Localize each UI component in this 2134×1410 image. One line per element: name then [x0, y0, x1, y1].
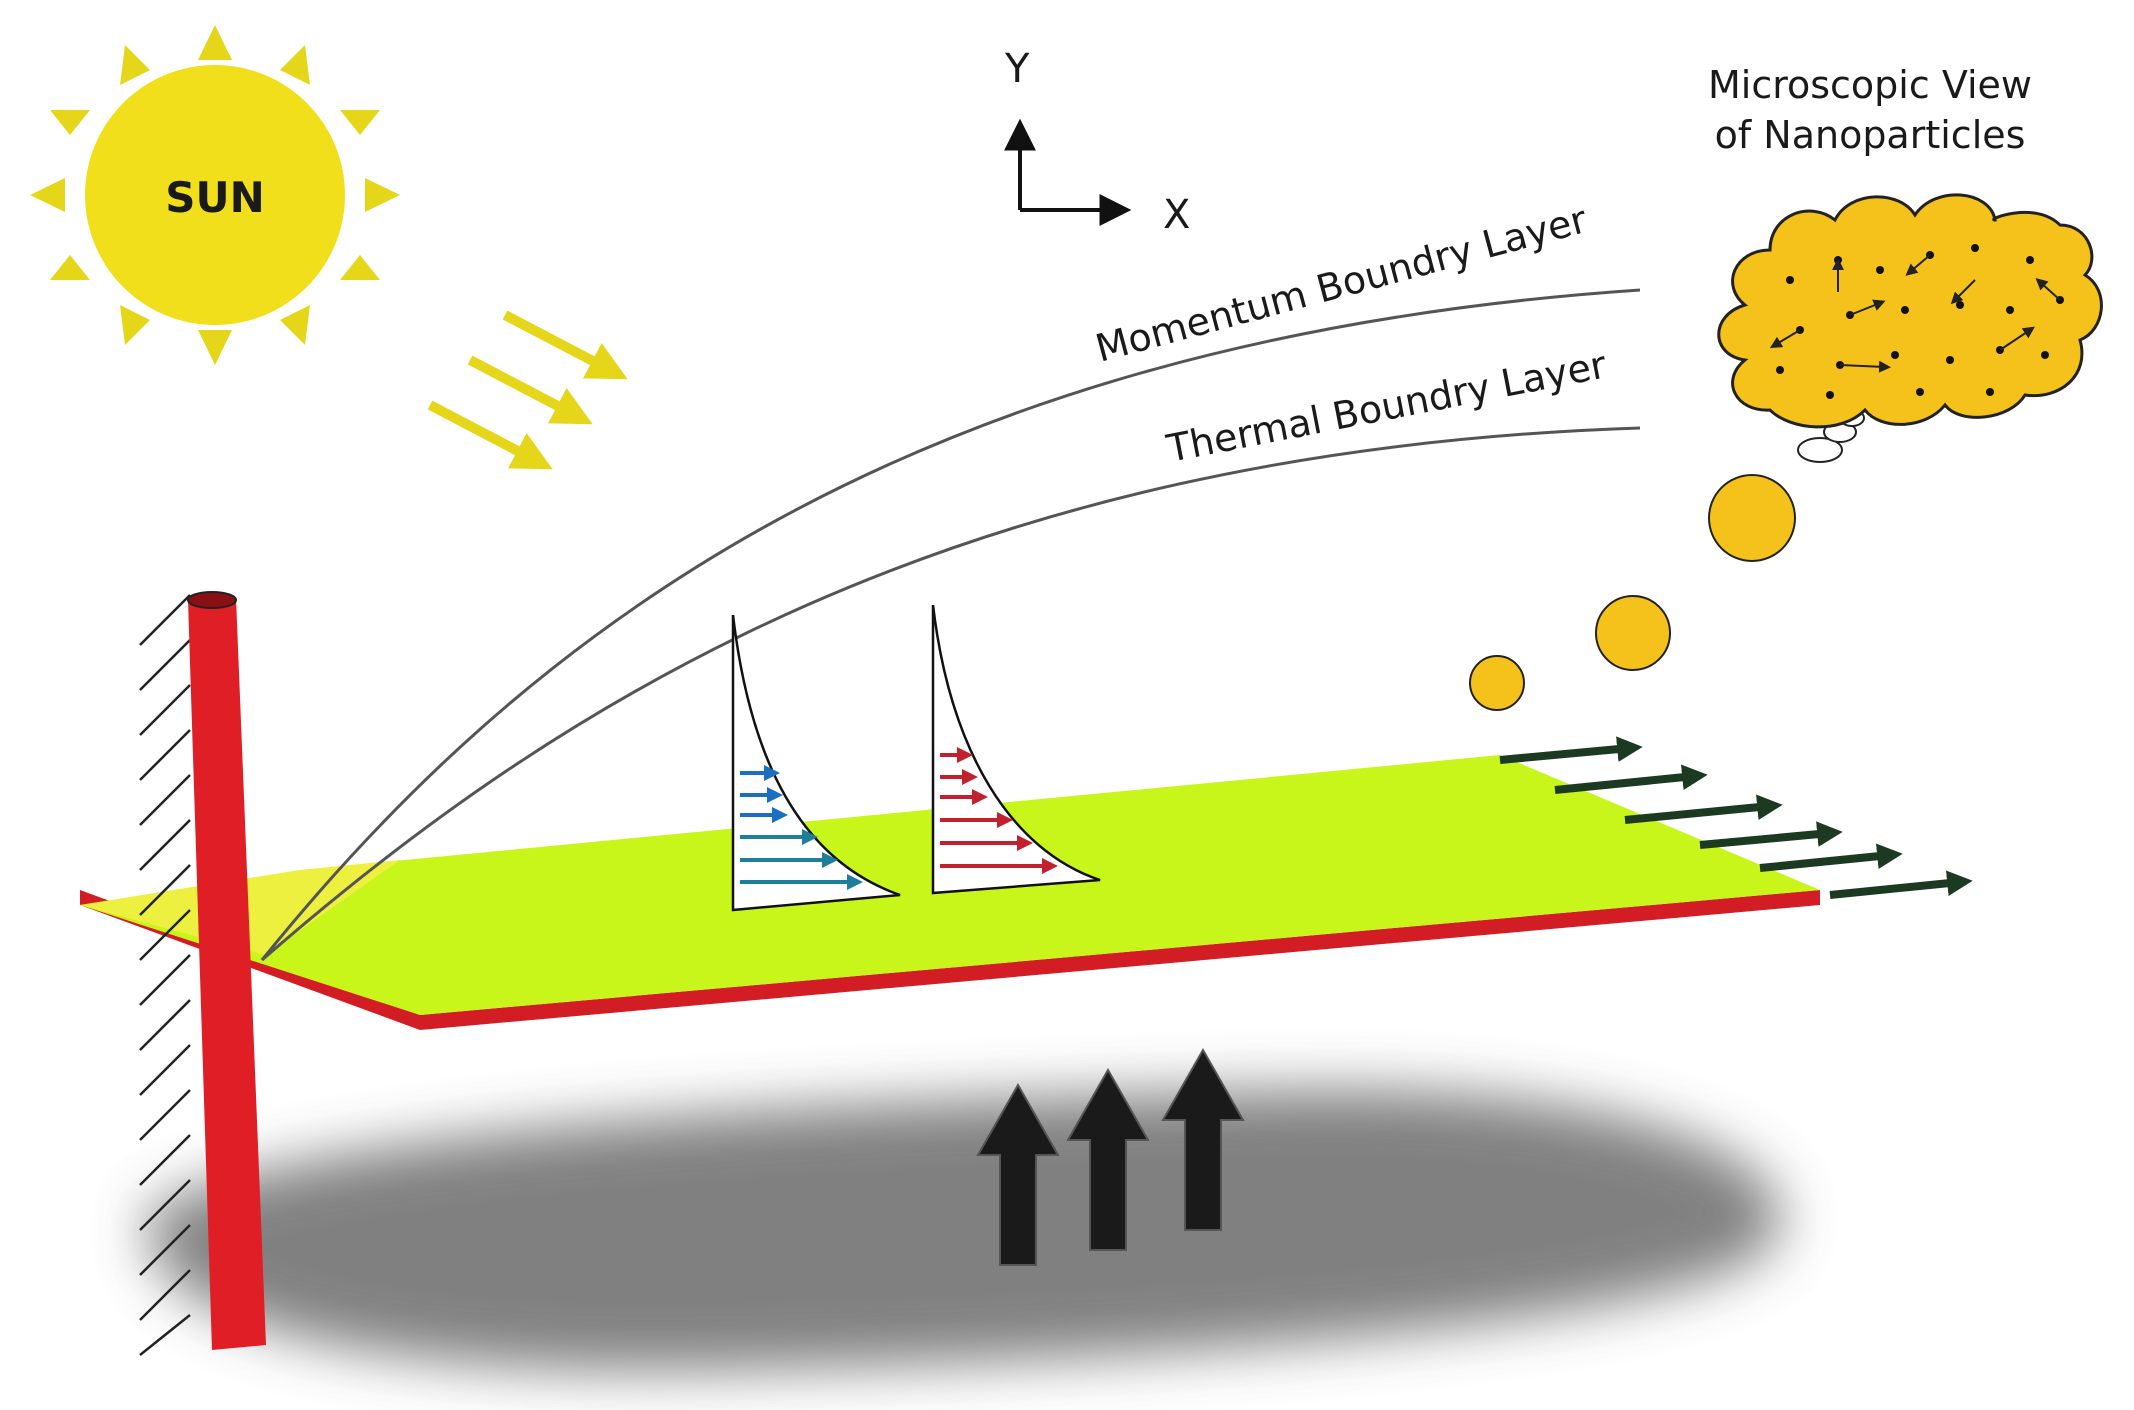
- bubble-large: [1708, 474, 1796, 562]
- bubble-medium: [1595, 595, 1671, 671]
- heat-arrow-3: [1161, 1047, 1245, 1231]
- heat-flux-arrows: [976, 1047, 1245, 1266]
- axis-x-label: X: [1163, 192, 1190, 238]
- wall-hatching: [139, 594, 191, 1356]
- sun-rays: [30, 25, 400, 365]
- nanoparticle-cloud: [1717, 193, 2103, 429]
- heat-arrow-1: [976, 1082, 1060, 1266]
- axis-indicator: Y X: [1004, 46, 1190, 238]
- ground-shadow: [147, 1089, 1782, 1371]
- thought-bubbles: [1469, 474, 1796, 711]
- nanoparticle-dots: [1776, 244, 2064, 399]
- microscopic-title-line1: Microscopic View: [1708, 63, 2032, 107]
- axis-y-label: Y: [1004, 46, 1030, 92]
- sheet-flow-arrows: [1499, 736, 1973, 899]
- thermal-boundary-curve: [261, 426, 1641, 962]
- wall-rod: [187, 591, 266, 1350]
- sun-icon: SUN: [30, 25, 400, 365]
- thermal-boundary-label: Thermal Boundry Layer: [1162, 342, 1610, 471]
- thermal-profile: [931, 604, 1101, 895]
- cloud-shape: [1717, 193, 2103, 429]
- velocity-profile: [731, 614, 901, 912]
- bubble-small: [1469, 655, 1525, 711]
- boundary-layers: [260, 288, 1641, 962]
- sun-label: SUN: [165, 173, 265, 222]
- sun-disc: [85, 65, 345, 325]
- nanoparticle-motion-arrows: [1769, 254, 2061, 373]
- microscopic-title-line2: of Nanoparticles: [1715, 113, 2026, 157]
- momentum-boundary-curve: [260, 288, 1641, 961]
- heat-arrow-2: [1066, 1067, 1150, 1251]
- sunlight-arrows: [427, 310, 628, 470]
